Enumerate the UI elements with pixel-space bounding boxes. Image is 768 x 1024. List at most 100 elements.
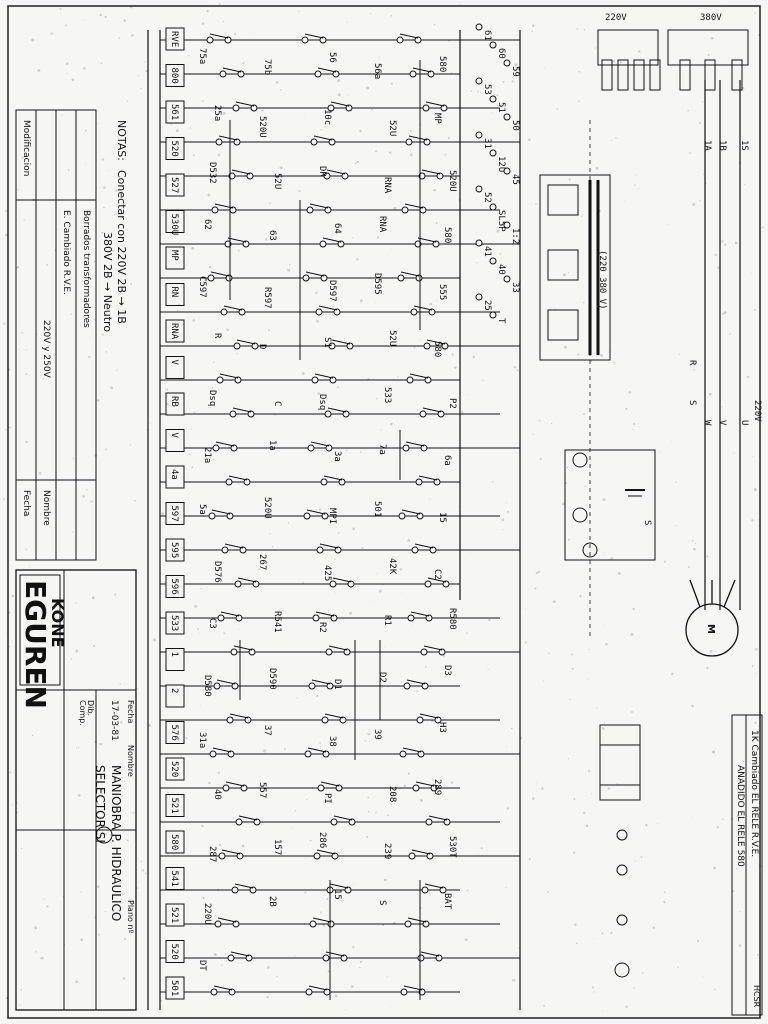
rail-component-label: 1 (169, 652, 179, 657)
terminal-label: 51 (496, 102, 506, 113)
modif-line2: Borrados transformadores (81, 210, 91, 328)
component-label: 520U (447, 170, 457, 192)
rail-component: 595 (165, 538, 185, 562)
comp-label: Comp. (78, 700, 87, 726)
modif-col-label: Modificacion (21, 120, 31, 176)
company-name: EGUREN (19, 580, 52, 709)
fuse-block (597, 29, 749, 91)
component-label: 2B (267, 896, 277, 907)
dib-label: Dib. (86, 700, 95, 716)
relay-block-42K (599, 724, 641, 978)
rail-component-label: 520 (169, 944, 179, 960)
component-label: RNA (382, 177, 392, 194)
rail-component: RB (165, 392, 185, 416)
notes-heading: NOTAS: (115, 120, 128, 161)
rail-component-label: 501 (169, 980, 179, 996)
plano-label: Plano nº (126, 900, 135, 934)
component-label: PI (322, 793, 332, 804)
line-label-V: V (717, 420, 727, 426)
right-bus (459, 30, 741, 1010)
rail-component-label: 4a (169, 469, 179, 480)
rail-component-label: 576 (169, 725, 179, 741)
component-label: 63 (267, 230, 277, 241)
scan-noise (3, 3, 764, 1012)
stamp-circle (95, 826, 113, 844)
component-label: 220U (202, 903, 212, 925)
battery-circuit (564, 449, 656, 561)
component-label: Dsq (317, 394, 327, 410)
component-label: 425 (322, 565, 332, 581)
component-label: R2 (317, 622, 327, 633)
component-label: D532 (207, 162, 217, 184)
component-label: Dsq (207, 390, 217, 406)
rail-component-label: 530U (169, 214, 179, 236)
voltage-label-220: 220V (605, 13, 627, 23)
sheet-id: HCSR (752, 985, 761, 1008)
component-label: RNA (377, 216, 387, 233)
component-label: 580 (437, 56, 447, 72)
terminal-label: 12U (496, 156, 506, 172)
terminal-label: 31 (482, 138, 492, 149)
component-label: R1 (382, 615, 392, 626)
rail-component-label: 580 (169, 834, 179, 850)
revision-line2: AÑADIDO EL RELE 580 (735, 765, 746, 867)
component-label: S (377, 900, 387, 905)
sheet-border (7, 5, 761, 1019)
rail-component-label: V (169, 360, 179, 366)
component-label: 62 (202, 219, 212, 230)
ac-label: 220V (752, 400, 762, 422)
rail-component: RVE (165, 27, 185, 51)
component-label: 6a (442, 455, 452, 466)
component-label: C597 (197, 276, 207, 298)
rail-component: 596 (165, 575, 185, 598)
rail-component-label: 533 (169, 615, 179, 631)
left-rail-components: RVE800561520527530UMPRNRNAVRBV4a59759559… (165, 27, 185, 1000)
component-label: 25a (212, 105, 222, 121)
rail-component: 580 (165, 830, 185, 854)
component-label: 42K (387, 558, 397, 575)
rail-component-label: 2 (169, 688, 179, 693)
component-label: 1a (267, 440, 277, 451)
rail-component: 576 (165, 721, 185, 744)
line-label-1A: 1A (702, 140, 712, 151)
rail-component-label: 520 (169, 141, 179, 157)
component-label: 40 (212, 789, 222, 800)
notes-block: NOTAS: Conectar con 220V 2B → 1B 380V 2B… (101, 120, 128, 332)
component-label: 52U (387, 330, 397, 346)
component-label: 10c (322, 109, 332, 125)
component-label: MPI (327, 508, 337, 524)
line-label-1S: 1S (739, 140, 749, 151)
component-label: 580 (442, 227, 452, 243)
rail-component: 800 (165, 64, 185, 87)
rail-component-label: 561 (169, 104, 179, 120)
component-label: 3a (332, 451, 342, 462)
component-label: 520U (257, 116, 267, 138)
rail-component: 533 (165, 611, 185, 635)
rail-component: V (165, 356, 185, 379)
line-label-W: W (702, 420, 712, 426)
component-label: 555 (437, 284, 447, 300)
component-label: 21a (202, 447, 212, 463)
component-label: 208 (387, 786, 397, 802)
company-logo: KONE (48, 598, 67, 648)
rail-component: 597 (165, 502, 185, 525)
component-label: 580 (432, 341, 442, 357)
terminal-label: 40 (496, 264, 506, 275)
terminal-label: 53 (482, 84, 492, 95)
description-line2: SELECTOR SI (93, 765, 107, 843)
terminal-label: 1:2 (510, 228, 520, 244)
component-label: DR (317, 166, 327, 177)
rail-component-label: 595 (169, 542, 179, 558)
terminal-label: 45 (510, 174, 520, 185)
rail-component: 520 (165, 137, 185, 160)
terminal-label: 41 (482, 246, 492, 257)
modif-col-fecha: Fecha (21, 490, 31, 516)
rail-component: MP (165, 246, 185, 270)
notes-line1: Conectar con 220V 2B → 1B (115, 170, 128, 324)
description-line1: MANIOBRA P. HIDRAULICO (109, 765, 123, 921)
component-label: 530T (447, 836, 457, 858)
title-block: EGUREN KONE Dib. Comp. Fecha Nombre 17-0… (15, 569, 137, 1011)
component-label: 75b (262, 59, 272, 75)
